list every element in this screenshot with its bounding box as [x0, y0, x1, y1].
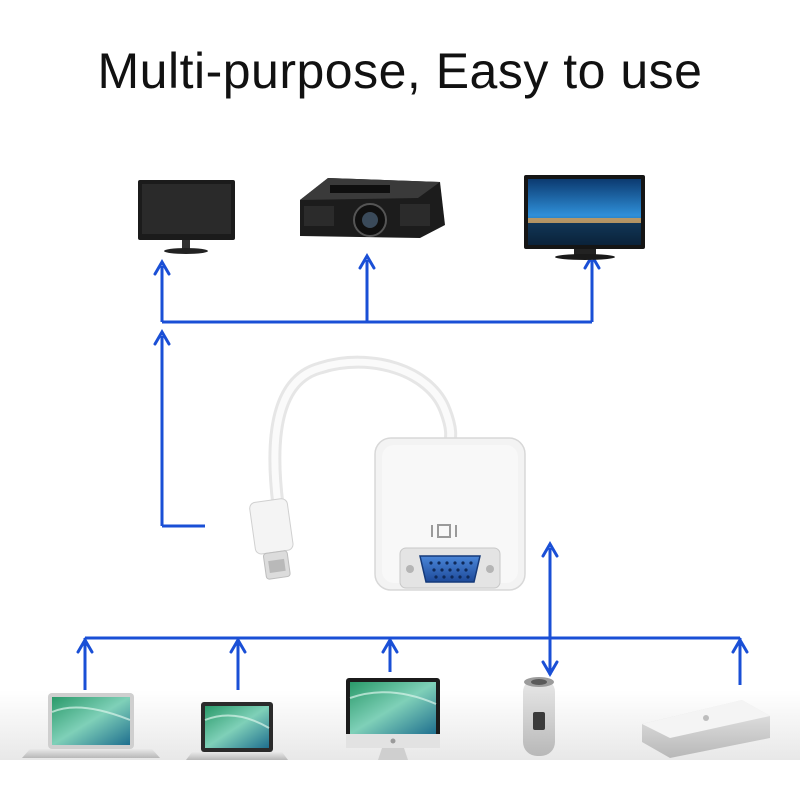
arrow-up-icon — [541, 541, 559, 558]
macbook-pro-icon — [186, 702, 288, 760]
vga-screw-left — [406, 565, 414, 573]
connection-lines — [83, 260, 742, 690]
macbook-air-icon — [22, 693, 160, 758]
arrow-up-icon — [358, 253, 376, 270]
arrow-heads — [76, 253, 749, 677]
monitor-icon — [138, 180, 235, 254]
imac-icon — [346, 678, 440, 760]
vga-screw-right — [486, 565, 494, 573]
arrow-up-icon — [153, 329, 171, 346]
arrow-up-icon — [381, 637, 399, 654]
vga-port-glyph — [431, 524, 457, 538]
mini-displayport-plug — [249, 498, 294, 580]
tv-icon — [524, 175, 645, 260]
arrow-up-icon — [731, 637, 749, 654]
headline: Multi-purpose, Easy to use — [97, 43, 703, 99]
projector-icon — [300, 178, 445, 238]
mac-mini-icon — [642, 700, 770, 758]
mac-pro-icon — [523, 677, 555, 756]
arrow-up-icon — [76, 637, 94, 654]
arrow-up-icon — [153, 259, 171, 276]
arrow-down-icon — [541, 660, 559, 677]
arrow-up-icon — [229, 637, 247, 654]
adapter-icon — [249, 355, 526, 591]
